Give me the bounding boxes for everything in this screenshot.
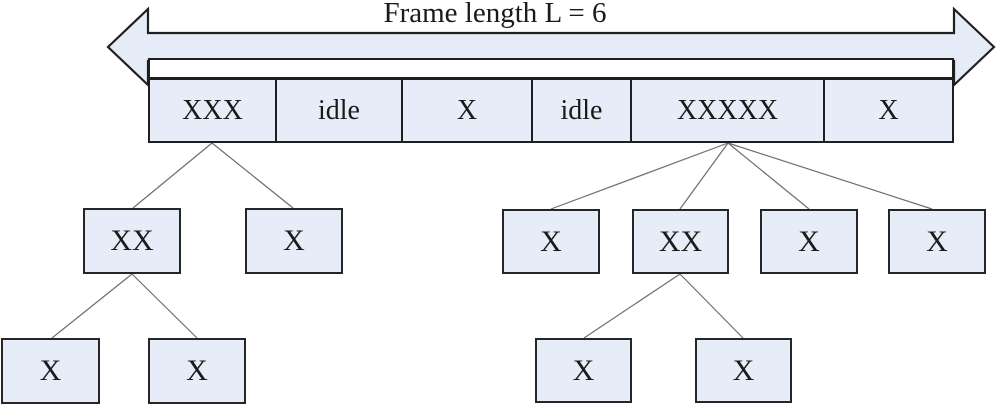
tree-connector-line	[583, 273, 681, 339]
frame-slot: idle	[277, 80, 403, 141]
frame-length-double-arrow	[108, 9, 994, 85]
frame-length-label: Frame length L = 6	[383, 0, 607, 29]
frame-strip	[148, 58, 954, 79]
tree-connector-line	[211, 142, 294, 209]
tree-node: X	[245, 208, 343, 274]
frame-slot: idle	[533, 80, 632, 141]
tree-connector-line	[727, 142, 810, 210]
tree-node: X	[888, 209, 986, 274]
tree-node: X	[695, 338, 792, 403]
frame-slot: XXXXX	[632, 80, 825, 141]
tree-node: X	[502, 209, 600, 274]
tree-connector-line	[131, 273, 198, 339]
tree-node: XX	[83, 208, 181, 274]
tree-node: X	[1, 338, 100, 404]
frame-slot-row: XXX idle X idle XXXXX X	[148, 78, 954, 143]
frame-slot: XXX	[150, 80, 277, 141]
tree-connector-line	[727, 142, 933, 210]
tree-connector-line	[132, 142, 213, 209]
tree-connector-line	[679, 142, 729, 210]
frame-slot: X	[403, 80, 533, 141]
tree-connector-line	[51, 273, 133, 339]
tree-node: X	[760, 209, 858, 274]
tree-connector-line	[679, 273, 744, 339]
tree-connector-line	[550, 142, 729, 210]
tree-node: XX	[632, 209, 729, 274]
tree-node: X	[535, 338, 632, 403]
tree-node: X	[148, 338, 246, 404]
frame-slot: X	[878, 94, 899, 126]
